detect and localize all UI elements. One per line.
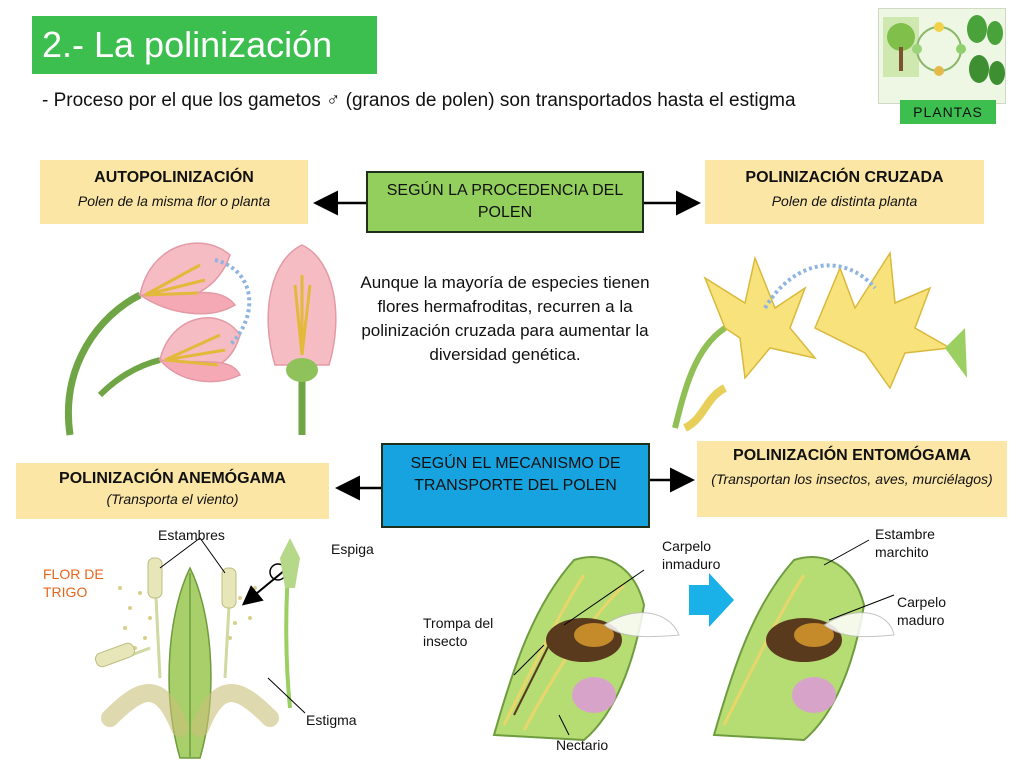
entomogama-subtitle: (Transportan los insectos, aves, murciél… bbox=[711, 471, 993, 487]
plant-cycle-thumbnail-illustration bbox=[883, 15, 1005, 85]
polinizacion-cruzada-flowers-illustration bbox=[672, 250, 967, 432]
label-carpelo-inmaduro: Carpelo inmaduro bbox=[662, 538, 721, 572]
entomogama-title: POLINIZACIÓN ENTOMÓGAMA bbox=[733, 447, 971, 464]
label-flor-de-trigo: FLOR DE TRIGO bbox=[43, 566, 104, 600]
label-estambre-marchito: Estambre marchito bbox=[875, 526, 935, 560]
autopolinizacion-box: AUTOPOLINIZACIÓN Polen de la misma flor … bbox=[40, 160, 308, 224]
autopolinizacion-flowers-illustration bbox=[65, 242, 337, 436]
autopolinizacion-title: AUTOPOLINIZACIÓN bbox=[94, 169, 254, 186]
anemogama-subtitle: (Transporta el viento) bbox=[106, 491, 239, 507]
label-espiga: Espiga bbox=[331, 541, 374, 557]
label-estigma: Estigma bbox=[306, 712, 357, 728]
anemogama-box: POLINIZACIÓN ANEMÓGAMA (Transporta el vi… bbox=[16, 463, 329, 519]
plantas-badge: PLANTAS bbox=[900, 100, 996, 124]
polinizacion-cruzada-subtitle: Polen de distinta planta bbox=[771, 193, 918, 209]
polinizacion-cruzada-box: POLINIZACIÓN CRUZADA Polen de distinta p… bbox=[705, 160, 984, 224]
hermafrodita-note: Aunque la mayoría de especies tienen flo… bbox=[360, 273, 650, 364]
polinizacion-cruzada-title: POLINIZACIÓN CRUZADA bbox=[745, 169, 944, 186]
mecanismo-box: SEGÚN EL MECANISMO DE TRANSPORTE DEL POL… bbox=[381, 443, 650, 528]
plant-cycle-thumbnail bbox=[878, 8, 1006, 104]
autopolinizacion-subtitle: Polen de la misma flor o planta bbox=[77, 193, 271, 209]
entomogama-insect-illustration bbox=[492, 539, 895, 742]
label-trompa-del-insecto: Trompa del insecto bbox=[423, 615, 494, 649]
label-nectario: Nectario bbox=[556, 737, 609, 753]
label-carpelo-maduro: Carpelo maduro bbox=[897, 594, 947, 628]
procedencia-box: SEGÚN LA PROCEDENCIA DEL POLEN bbox=[366, 171, 644, 233]
page-title: 2.- La polinización bbox=[32, 16, 377, 74]
anemogama-title: POLINIZACIÓN ANEMÓGAMA bbox=[59, 470, 286, 487]
entomogama-box: POLINIZACIÓN ENTOMÓGAMA (Transportan los… bbox=[697, 441, 1007, 517]
label-estambres: Estambres bbox=[158, 527, 225, 543]
definition-text: - Proceso por el que los gametos ♂ (gran… bbox=[42, 90, 796, 111]
wheat-flower-illustration bbox=[95, 537, 306, 759]
